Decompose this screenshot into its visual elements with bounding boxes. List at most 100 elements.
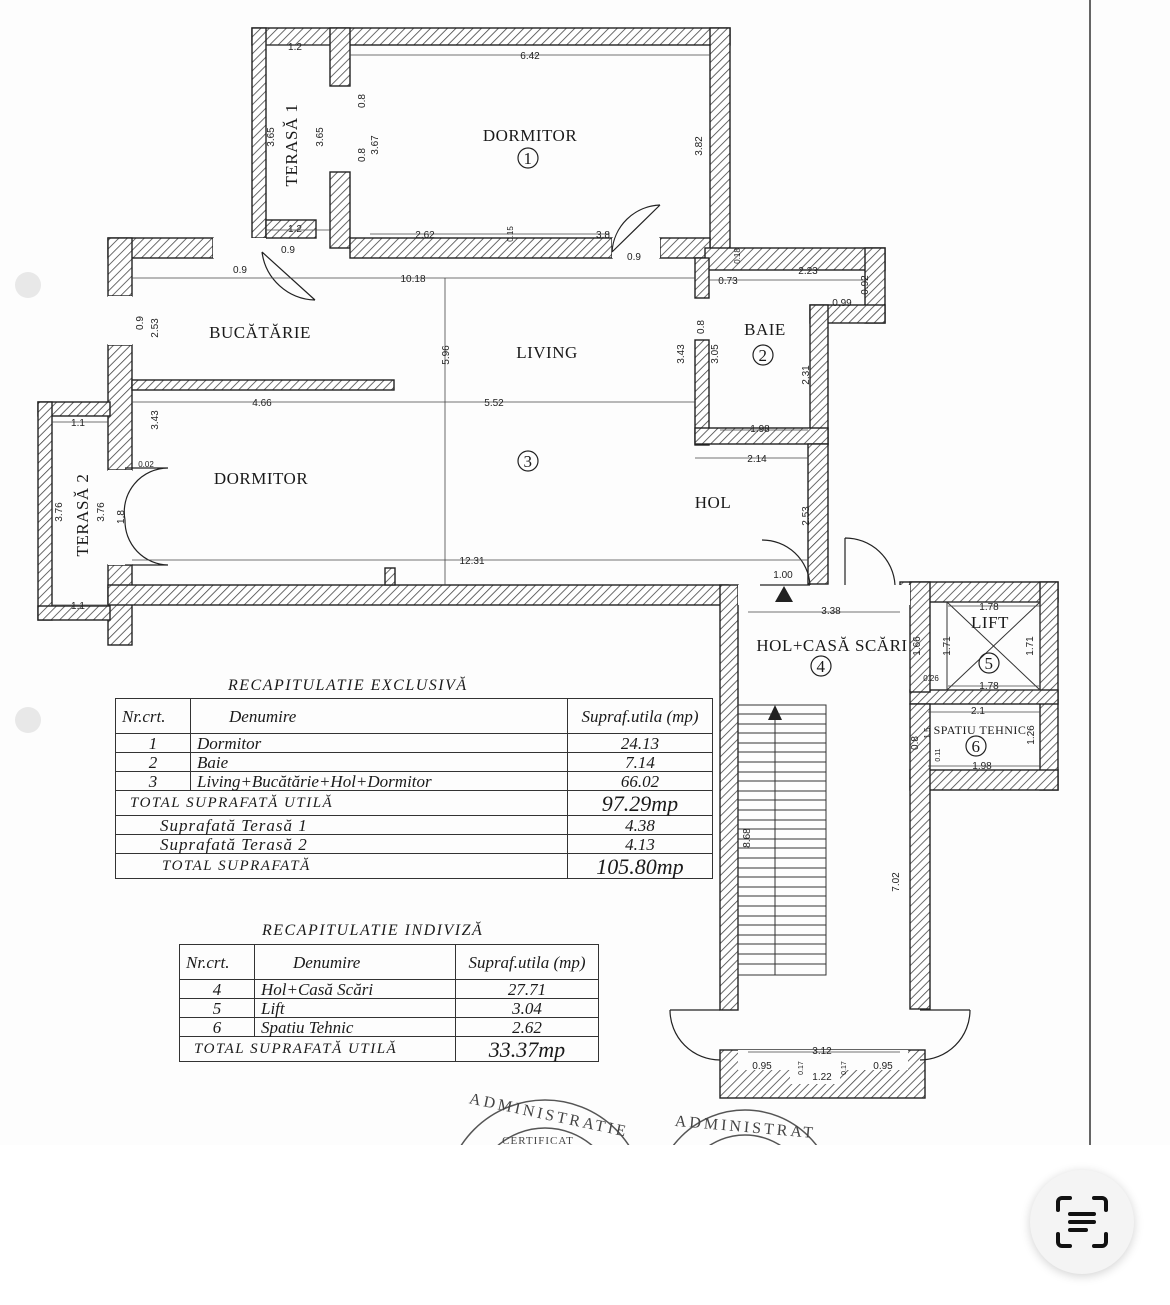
room-label-baie: BAIE xyxy=(744,320,786,339)
dim-label: 3.8 xyxy=(596,230,610,241)
binder-hole xyxy=(15,707,41,733)
dim-label: 2.53 xyxy=(801,506,812,526)
total-value: 105.80mp xyxy=(567,853,713,879)
row-nr: 3 xyxy=(115,771,191,791)
total-row: TOTAL SUPRAFATĂ 105.80mp xyxy=(115,853,713,879)
entry-arrow-icon xyxy=(775,586,793,602)
row-denumire: Baie xyxy=(190,752,568,772)
dim-label: 0.11 xyxy=(935,748,942,761)
dim-label: 7.02 xyxy=(891,872,902,892)
stamp-text: ADMINISTRAT xyxy=(674,1113,816,1142)
dim-label: 3.43 xyxy=(676,344,687,364)
binder-hole xyxy=(15,272,41,298)
col-header-denumire: Denumire xyxy=(190,698,568,734)
table-title-exclusiva: RECAPITULATIE EXCLUSIVĂ xyxy=(228,677,468,694)
dim-label: 0.8 xyxy=(910,736,921,750)
room-label-hol-scari: HOL+CASĂ SCĂRI xyxy=(756,636,907,655)
terasa1-label: Suprafată Terasă 1 xyxy=(115,815,568,835)
dim-label: 2.1 xyxy=(971,706,985,717)
row-denumire: Lift xyxy=(254,998,456,1018)
dim-label: 3.05 xyxy=(710,344,721,364)
table-title-indiviza: RECAPITULATIE INDIVIZĂ xyxy=(262,922,484,939)
dim-label: 3.76 xyxy=(96,502,107,522)
table-row: 6 Spatiu Tehnic 2.62 xyxy=(179,1017,599,1037)
col-header-nr: Nr.crt. xyxy=(179,944,255,980)
terasa2-label: Suprafată Terasă 2 xyxy=(115,834,568,854)
dim-label: 1.5 xyxy=(923,727,932,739)
dim-label: 1.71 xyxy=(1025,636,1036,656)
row-denumire: Hol+Casă Scări xyxy=(254,979,456,999)
row-suprafata: 24.13 xyxy=(567,733,713,753)
total-value: 33.37mp xyxy=(455,1036,599,1062)
room-number-3: 3 xyxy=(524,452,533,471)
room-label-terasa-2: TERASĂ 2 xyxy=(73,474,92,557)
row-suprafata: 2.62 xyxy=(455,1017,599,1037)
dim-label: 1.2 xyxy=(288,42,302,53)
room-number-2: 2 xyxy=(759,346,768,365)
room-number-4: 4 xyxy=(817,657,826,676)
dim-label: 1.98 xyxy=(972,761,992,772)
dim-label: 1.98 xyxy=(750,424,770,435)
row-denumire: Living+Bucătărie+Hol+Dormitor xyxy=(190,771,568,791)
dim-label: 5.52 xyxy=(484,398,504,409)
room-label-hol: HOL xyxy=(695,493,731,512)
dim-label: 1.1 xyxy=(71,601,85,612)
dim-label: 0.17 xyxy=(841,1061,848,1075)
row-suprafata: 66.02 xyxy=(567,771,713,791)
dim-label: 1.2 xyxy=(288,224,302,235)
room-number-circle xyxy=(517,147,539,169)
table-row: Suprafată Terasă 1 4.38 xyxy=(115,815,713,835)
terasa2-value: 4.13 xyxy=(567,834,713,854)
summary-table-indiviza: Nr.crt. Denumire Supraf.utila (mp) 4 Hol… xyxy=(179,944,599,1062)
room-number-circle xyxy=(965,735,987,757)
dim-label: 6.42 xyxy=(520,51,540,62)
dim-label: 0.9 xyxy=(233,265,247,276)
dim-label: 4.66 xyxy=(252,398,272,409)
dim-label: 1.78 xyxy=(979,681,999,692)
dim-label: 1.22 xyxy=(812,1072,832,1083)
room-label-lift: LIFT xyxy=(971,613,1009,632)
dim-label: 12.31 xyxy=(459,556,484,567)
floor-plan-drawing: DORMITOR 1 BUCĂTĂRIE LIVING BAIE 2 3 DOR… xyxy=(15,0,1091,1145)
walls xyxy=(37,27,1059,1099)
room-number-circle xyxy=(752,344,774,366)
dim-label: 0.8 xyxy=(357,148,368,162)
viewer-bottom-area xyxy=(0,1145,1170,1305)
dim-label: 2.62 xyxy=(415,230,435,241)
table-row: 2 Baie 7.14 xyxy=(115,752,713,772)
dim-label: 3.76 xyxy=(54,502,65,522)
dim-label: 0.9 xyxy=(135,316,146,330)
room-number-circle xyxy=(810,655,832,677)
stamp-seal xyxy=(460,1099,818,1145)
dim-label: 0.73 xyxy=(718,276,738,287)
dim-label: 3.65 xyxy=(315,127,326,147)
dim-label: 2.23 xyxy=(798,266,818,277)
dim-label: 10.18 xyxy=(400,274,425,285)
room-label-dormitor-1: DORMITOR xyxy=(483,126,578,145)
dim-label: 0.18 xyxy=(733,248,742,264)
stamp-text: CERTIFICAT xyxy=(502,1135,574,1145)
dimension-lines xyxy=(52,44,1040,1053)
table-row: 3 Living+Bucătărie+Hol+Dormitor 66.02 xyxy=(115,771,713,791)
room-number-5: 5 xyxy=(985,654,994,673)
room-number-circle xyxy=(517,450,539,472)
dim-label: 5.96 xyxy=(441,345,452,365)
live-text-button[interactable] xyxy=(1030,1170,1134,1274)
dim-label: 1.66 xyxy=(912,636,923,656)
room-number-circle xyxy=(978,652,1000,674)
dim-label: 2.53 xyxy=(150,318,161,338)
col-header-suprafata: Supraf.utila (mp) xyxy=(567,698,713,734)
table-row: Suprafată Terasă 2 4.13 xyxy=(115,834,713,854)
dim-label: 2.31 xyxy=(801,365,812,385)
room-label-terasa-1: TERASĂ 1 xyxy=(282,104,301,187)
dim-label: 0.8 xyxy=(696,320,707,334)
table-row: 1 Dormitor 24.13 xyxy=(115,733,713,753)
row-nr: 4 xyxy=(179,979,255,999)
dim-label: 3.43 xyxy=(150,410,161,430)
dim-label: 1.71 xyxy=(942,636,953,656)
room-number-6: 6 xyxy=(972,737,981,756)
dim-label: 0.9 xyxy=(627,252,641,263)
row-denumire: Spatiu Tehnic xyxy=(254,1017,456,1037)
summary-table-exclusiva: Nr.crt. Denumire Supraf.utila (mp) 1 Dor… xyxy=(115,698,713,879)
room-label-bucatarie: BUCĂTĂRIE xyxy=(209,323,311,342)
